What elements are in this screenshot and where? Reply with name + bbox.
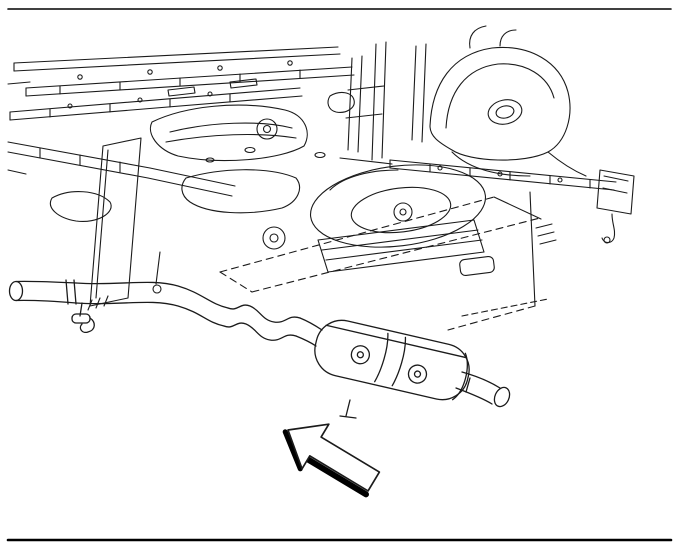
lower-rail-bolts <box>67 91 213 109</box>
rear-rail-ticks <box>429 163 591 189</box>
wheel-housing-outline <box>429 46 571 161</box>
arrow-outline <box>287 423 381 492</box>
bracket-plate <box>167 86 196 97</box>
rail-hatch-ticks <box>59 69 301 95</box>
spare-well-inner <box>350 186 452 234</box>
tailpipe-tip <box>493 386 511 408</box>
rear-frame-rail <box>389 159 635 244</box>
hanger-rod <box>155 251 161 285</box>
tailpipe-clamp <box>465 377 471 393</box>
floor-pan-shields <box>150 104 326 294</box>
muffler-hanger <box>339 399 357 419</box>
left-sill-rails <box>7 141 236 223</box>
suspension-mount <box>487 99 523 125</box>
front-pipe-tip <box>8 280 24 302</box>
rail-end-bracket <box>596 169 635 215</box>
lower-rail-ticks <box>49 93 231 118</box>
arrow-shadow <box>303 455 369 498</box>
front-floor-rails <box>7 46 355 121</box>
panel-outline <box>89 137 142 307</box>
muffler-body <box>314 319 470 401</box>
exhaust-system <box>8 279 511 419</box>
front-pipe <box>8 279 229 334</box>
tunnel-structure <box>327 41 393 165</box>
corrugated-shield <box>317 219 485 273</box>
phantom-panel-outline <box>219 191 549 331</box>
rail-end-hook <box>601 213 616 244</box>
tailpipe <box>455 371 511 408</box>
spare-tire-well <box>309 164 487 248</box>
muffler <box>314 319 470 401</box>
body-mount <box>256 118 278 140</box>
spare-well-outer <box>309 164 487 248</box>
heat-shields <box>262 219 495 276</box>
hatch-lines <box>535 223 557 245</box>
sill-bracket-blob <box>50 191 112 223</box>
rear-wheel-housing <box>411 25 587 245</box>
left-reinforcement-panel <box>87 137 142 311</box>
rear-shield-outline <box>181 169 300 214</box>
pipe-clamp <box>65 279 69 305</box>
rail-bolts <box>77 60 293 80</box>
flex-section <box>223 304 323 347</box>
diagram-root <box>6 8 673 542</box>
floor-grommet <box>262 226 286 250</box>
direction-arrow <box>282 423 381 498</box>
arrow-shadow <box>282 429 303 472</box>
small-shield <box>459 256 495 276</box>
front-shield-outline <box>150 104 308 162</box>
bracket-plate <box>229 78 258 89</box>
